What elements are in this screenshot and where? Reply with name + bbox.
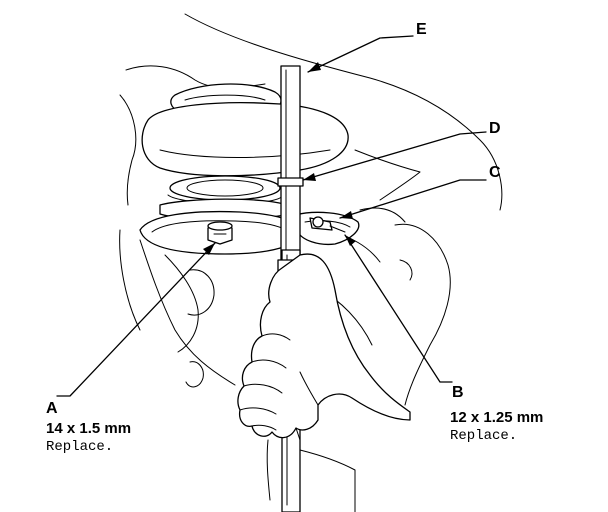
arrowhead-d xyxy=(303,173,316,181)
leader-lines xyxy=(56,35,487,397)
arrowhead-e xyxy=(308,62,321,72)
hand xyxy=(237,253,411,512)
leader-line-e xyxy=(307,35,414,73)
callout-e-letter: E xyxy=(416,21,427,38)
lower-arm-bracket xyxy=(139,210,360,255)
callout-c-letter: C xyxy=(489,164,501,181)
callout-d-letter: D xyxy=(489,120,501,137)
callout-a-letter: A xyxy=(46,400,58,417)
strut-shaft xyxy=(277,65,304,267)
leader-line-a xyxy=(56,242,216,397)
leader-line-c xyxy=(339,179,487,219)
callout-b-note: Replace. xyxy=(450,428,518,444)
callout-b-size: 12 x 1.25 mm xyxy=(450,409,544,426)
leader-line-d xyxy=(302,131,487,181)
leader-line-b xyxy=(344,234,453,383)
bolt-a xyxy=(207,221,233,245)
arrowhead-c xyxy=(340,211,353,219)
callout-b-letter: B xyxy=(452,384,464,401)
leader-arrowheads xyxy=(203,62,356,255)
arrowhead-b xyxy=(345,235,356,246)
bolt-b xyxy=(309,216,346,233)
callout-a-note: Replace. xyxy=(46,439,114,455)
callout-a-size: 14 x 1.5 mm xyxy=(46,420,132,437)
upper-mount xyxy=(141,83,349,177)
arrowhead-a xyxy=(203,243,215,255)
